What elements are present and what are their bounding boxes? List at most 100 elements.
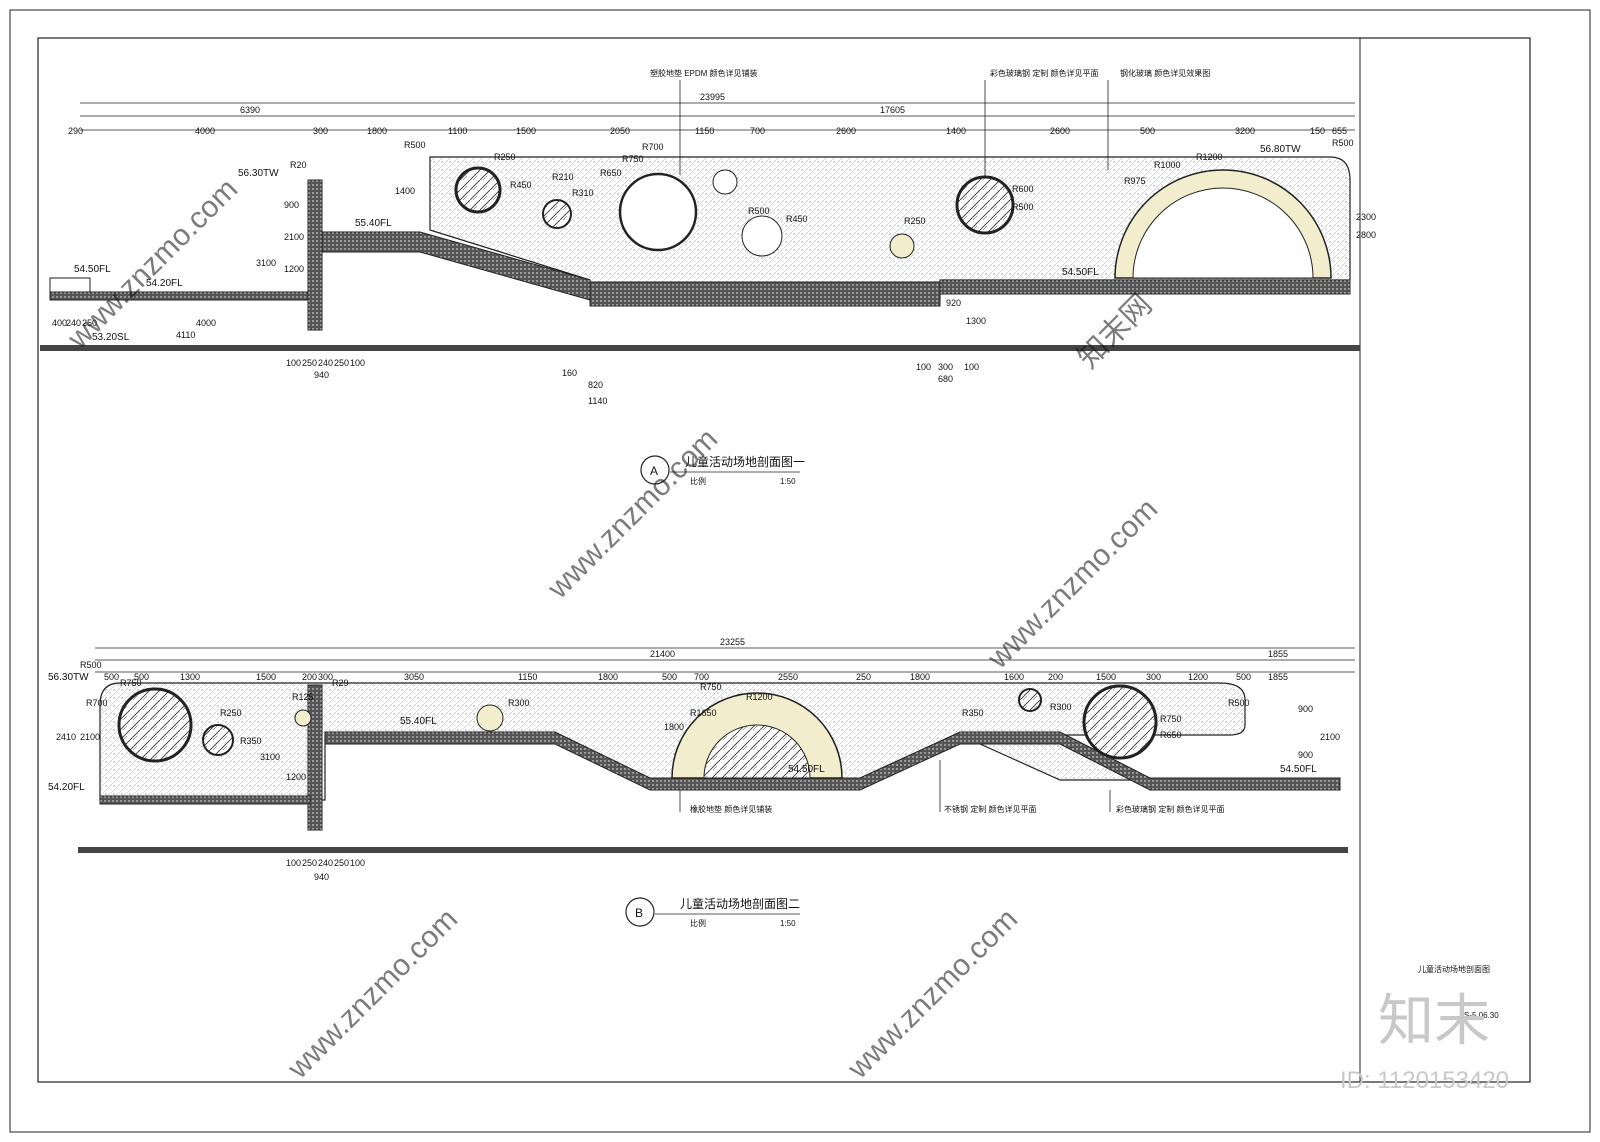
- level: 56.30TW: [48, 672, 89, 683]
- radius-label: R500: [80, 660, 102, 670]
- watermark-site: www.znzmo.com: [841, 902, 1024, 1085]
- radius-label: R1000: [1154, 160, 1181, 170]
- bottom-dim: 250: [334, 358, 349, 368]
- section-a-level: 53.20SL: [92, 332, 130, 343]
- section-a-scale: 1:50: [780, 477, 796, 486]
- section-a-sub-dim-2: 17605: [880, 105, 905, 115]
- section-b-callout: 橡胶地垫 颜色详见铺装: [690, 804, 772, 814]
- seg-dim: 290: [68, 126, 83, 136]
- vertical-dim: 1300: [966, 316, 986, 326]
- seg-dim: 1500: [1096, 672, 1116, 682]
- vertical-dim: 2100: [80, 732, 100, 742]
- radius-label: R650: [1160, 730, 1182, 740]
- seg-dim: 2600: [1050, 126, 1070, 136]
- radius-label: R210: [552, 172, 574, 182]
- section-a-porthole-2: [542, 199, 572, 229]
- section-a-ball: [889, 233, 915, 259]
- seg-dim: 200: [302, 672, 317, 682]
- watermark-tag: 知末网: [1072, 288, 1159, 375]
- radius-label: R750: [1160, 714, 1182, 724]
- watermark-site: www.znzmo.com: [541, 422, 724, 605]
- bottom-dim: 250: [82, 318, 97, 328]
- radius-label: R450: [786, 214, 808, 224]
- section-b-porthole-1: [117, 687, 193, 763]
- vertical-dim: 2100: [1320, 732, 1340, 742]
- bottom-dim: 400: [52, 318, 67, 328]
- radius-label: R750: [622, 154, 644, 164]
- seg-dim: 1150: [695, 126, 714, 136]
- bottom-dim: 240: [318, 858, 333, 868]
- seg-dim: 300: [1146, 672, 1161, 682]
- seg-dim: 1150: [518, 672, 537, 682]
- watermarks: www.znzmo.com www.znzmo.com www.znzmo.co…: [61, 172, 1509, 1094]
- radius-label: R300: [508, 698, 530, 708]
- section-b-sub-dim-1: 21400: [650, 649, 675, 659]
- seg-dim: 4000: [195, 126, 215, 136]
- section-b-levels: 56.30TW 54.20FL 55.40FL 54.50FL 54.50FL: [48, 672, 1317, 793]
- bottom-dim: 250: [302, 358, 317, 368]
- radius-label: R750: [700, 682, 722, 692]
- vertical-dim: 900: [1298, 750, 1313, 760]
- radius-label: R250: [220, 708, 242, 718]
- bottom-dim: 240: [318, 358, 333, 368]
- section-b-title: 儿童活动场地剖面图二: [680, 896, 800, 911]
- radius-label: R1650: [690, 708, 717, 718]
- seg-dim: 250: [856, 672, 871, 682]
- bottom-dim: 250: [334, 858, 349, 868]
- bottom-dim: 240: [66, 318, 81, 328]
- seg-dim: 1500: [516, 126, 536, 136]
- bottom-dim: 680: [938, 374, 953, 384]
- section-a-ground-line: [40, 345, 1360, 351]
- seg-dim: 1500: [256, 672, 276, 682]
- section-a: 23995 6390 17605 290 4000 300 1800 1100 …: [40, 68, 1376, 486]
- radius-label: R250: [904, 216, 926, 226]
- bottom-dim: 940: [314, 370, 329, 380]
- seg-dim: 500: [1140, 126, 1155, 136]
- section-b-callout: 不锈钢 定制 颜色详见平面: [944, 804, 1036, 814]
- seg-dim: 1800: [367, 126, 387, 136]
- bottom-dim: 820: [588, 380, 603, 390]
- radius-label: R29: [332, 678, 349, 688]
- radius-label: R600: [1012, 184, 1034, 194]
- seg-dim: 3050: [404, 672, 424, 682]
- vertical-dim: 2800: [1356, 230, 1376, 240]
- section-a-big-circle: [618, 172, 698, 252]
- section-b-vertical-dims: 2410 2100 3100 1200 900 900 2100 1800: [56, 704, 1340, 782]
- image-id-watermark: ID: 1120153420: [1340, 1067, 1509, 1094]
- bottom-dim: 1140: [588, 396, 607, 406]
- radius-label: R500: [1012, 202, 1034, 212]
- section-a-level: 56.80TW: [1260, 144, 1301, 155]
- radius-label: R300: [1050, 702, 1072, 712]
- radius-label: R450: [510, 180, 532, 190]
- level: 54.50FL: [1280, 764, 1317, 775]
- seg-dim: 1300: [180, 672, 200, 682]
- seg-dim: 2600: [836, 126, 856, 136]
- section-a-level: 55.40FL: [355, 218, 392, 229]
- section-b-marker: [625, 897, 655, 927]
- bottom-dim: 100: [964, 362, 979, 372]
- section-b-ground-line: [78, 847, 1348, 853]
- seg-dim: 500: [1236, 672, 1251, 682]
- radius-label: R975: [1124, 176, 1146, 186]
- radius-label: R500: [748, 206, 770, 216]
- vertical-dim: 1200: [284, 264, 304, 274]
- bottom-dim: 4110: [176, 330, 195, 340]
- section-a-level: 54.20FL: [146, 278, 183, 289]
- seg-dim: 1800: [598, 672, 618, 682]
- bottom-dim: 300: [938, 362, 953, 372]
- bottom-dim: 160: [562, 368, 577, 378]
- section-a-circle-4: [712, 169, 738, 195]
- radius-label: R250: [494, 152, 516, 162]
- section-b-porthole-3: [1018, 688, 1042, 712]
- section-a-title: 儿童活动场地剖面图一: [685, 454, 805, 469]
- section-a-marker-label: A: [650, 464, 658, 478]
- section-a-arch-inner: [1132, 187, 1314, 279]
- seg-dim: 200: [1048, 672, 1063, 682]
- vertical-dim: 1800: [664, 722, 684, 732]
- section-b-overall-dim: 23255: [720, 637, 745, 647]
- radius-label: R750: [120, 678, 142, 688]
- section-b-segment-dims: 500 500 1300 1500 200 300 3050 1150 1800…: [104, 672, 1288, 682]
- seg-dim: 1600: [1004, 672, 1024, 682]
- section-b-left-slab: [99, 795, 311, 805]
